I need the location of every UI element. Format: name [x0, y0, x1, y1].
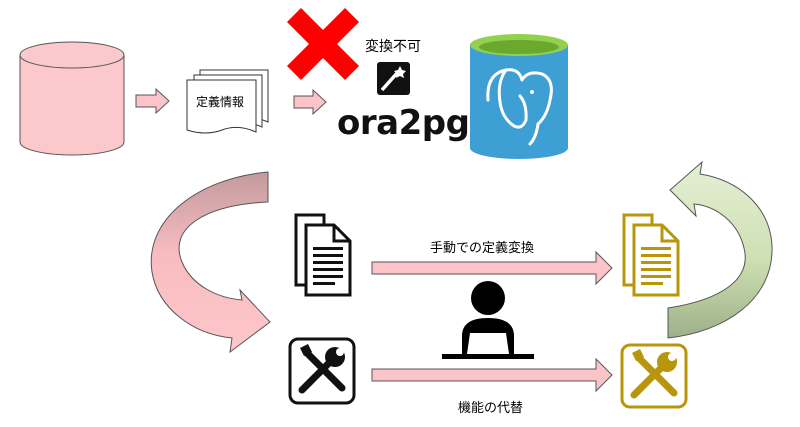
function-substitution-label: 機能の代替 [458, 401, 524, 416]
right-arrow-icon [293, 88, 327, 116]
person-laptop-icon [442, 281, 534, 359]
document-icon [294, 213, 352, 297]
curved-arrow-icon [150, 171, 271, 354]
curved-arrow-icon [667, 160, 773, 339]
document-icon [622, 213, 680, 297]
postgresql-elephant-icon [470, 34, 568, 159]
long-right-arrow-icon [371, 357, 613, 393]
ora2pg-logo-text: ora2pg [337, 103, 470, 143]
long-right-arrow-icon [371, 250, 613, 286]
cross-icon [287, 8, 359, 80]
manual-definition-conversion-label: 手動での定義変換 [430, 241, 535, 256]
tools-icon [620, 343, 688, 409]
wand-icon [377, 62, 410, 95]
conversion-impossible-label: 変換不可 [365, 39, 421, 55]
document-stack-icon [186, 69, 269, 134]
definition-info-label: 定義情報 [196, 95, 245, 109]
tools-icon [288, 337, 356, 405]
database-icon [19, 41, 125, 156]
right-arrow-icon [135, 87, 170, 115]
